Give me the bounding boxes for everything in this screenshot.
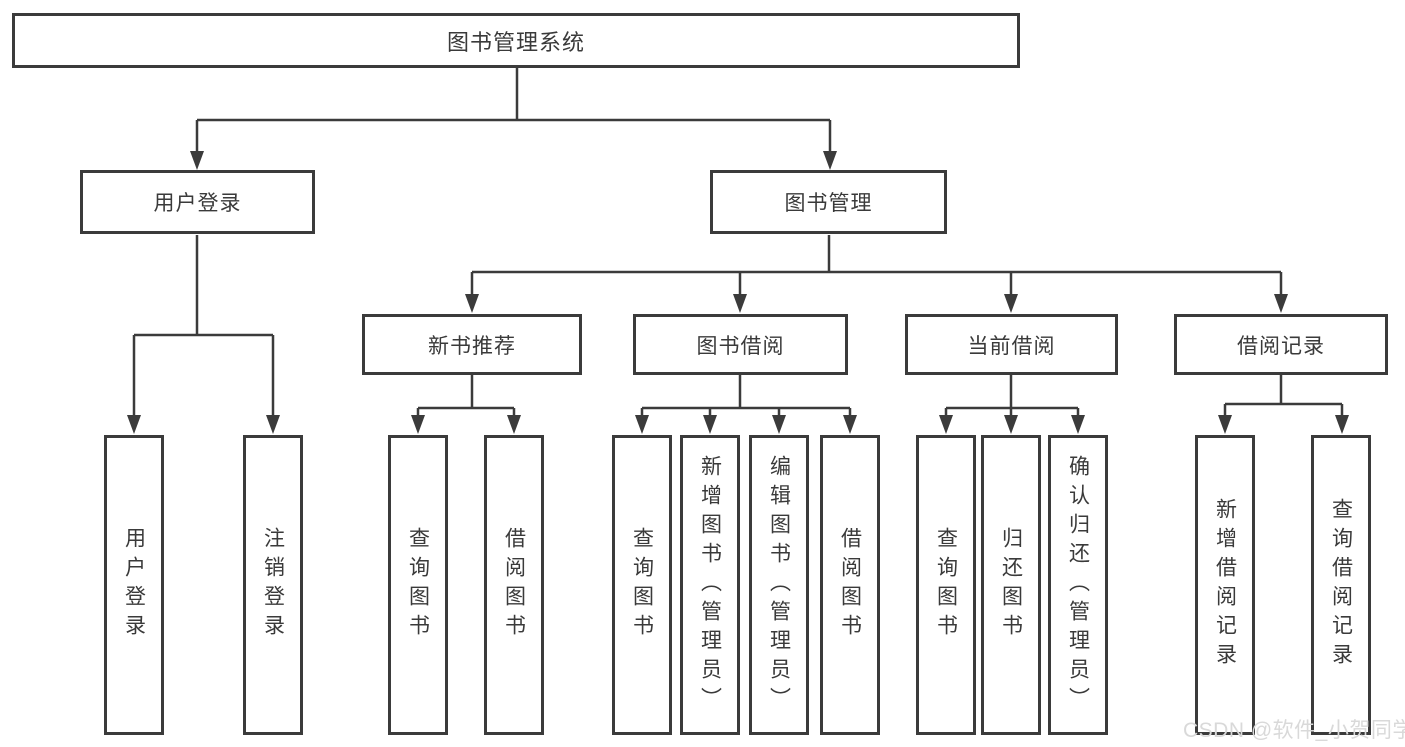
node-new-book-recommend: 新书推荐 — [362, 314, 582, 375]
node-book-management: 图书管理 — [710, 170, 947, 234]
leaf-borrow-query: 查询图书 — [612, 435, 672, 735]
node-book-borrow: 图书借阅 — [633, 314, 848, 375]
leaf-borrow-borrow: 借阅图书 — [820, 435, 880, 735]
leaf-current-confirm-admin: 确认归还（管理员） — [1048, 435, 1108, 735]
leaf-borrow-add-admin: 新增图书（管理员） — [680, 435, 740, 735]
leaf-newbook-borrow: 借阅图书 — [484, 435, 544, 735]
node-borrow-records: 借阅记录 — [1174, 314, 1388, 375]
node-user-login-branch: 用户登录 — [80, 170, 315, 234]
leaf-records-add: 新增借阅记录 — [1195, 435, 1255, 735]
leaf-current-query: 查询图书 — [916, 435, 976, 735]
leaf-borrow-edit-admin: 编辑图书（管理员） — [749, 435, 809, 735]
leaf-user-login: 用户登录 — [104, 435, 164, 735]
leaf-records-query: 查询借阅记录 — [1311, 435, 1371, 735]
leaf-logout: 注销登录 — [243, 435, 303, 735]
leaf-current-return: 归还图书 — [981, 435, 1041, 735]
leaf-newbook-query: 查询图书 — [388, 435, 448, 735]
csdn-watermark: CSDN @软件_小贺同学 — [1183, 719, 1405, 742]
node-current-borrow: 当前借阅 — [905, 314, 1118, 375]
node-root: 图书管理系统 — [12, 13, 1020, 68]
